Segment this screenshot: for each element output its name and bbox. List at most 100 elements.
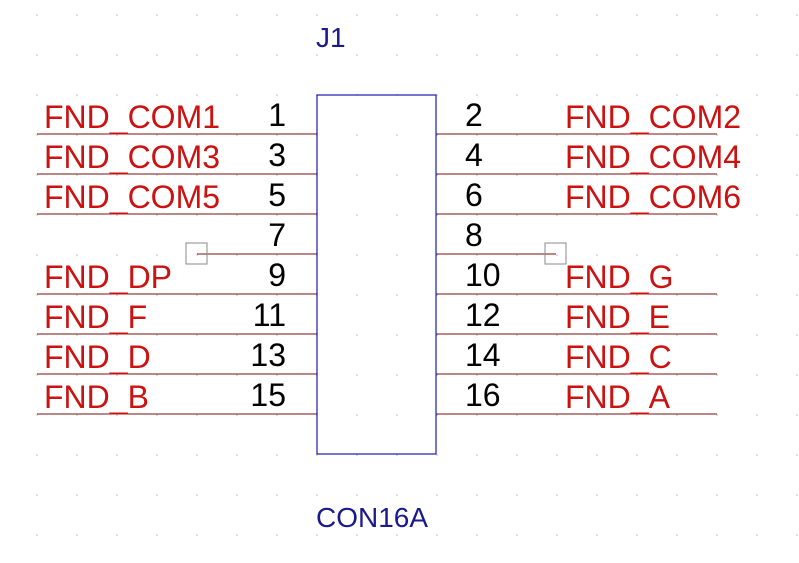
grid-dot	[396, 54, 398, 56]
grid-dot	[556, 294, 558, 296]
grid-dot	[236, 534, 238, 536]
pin-number: 7	[268, 217, 286, 253]
grid-dot	[556, 134, 558, 136]
grid-dot	[156, 494, 158, 496]
grid-dot	[556, 374, 558, 376]
grid-dot	[196, 54, 198, 56]
pin-number: 6	[465, 177, 483, 213]
net-label: FND_COM1	[44, 99, 220, 135]
grid-dot	[556, 534, 558, 536]
grid-dot	[196, 14, 198, 16]
grid-dot	[356, 534, 358, 536]
pin-number: 9	[268, 257, 286, 293]
grid-dot	[476, 54, 478, 56]
grid-dot	[676, 454, 678, 456]
grid-dot	[76, 454, 78, 456]
grid-dot	[716, 214, 718, 216]
grid-dot	[356, 414, 358, 416]
grid-dot	[556, 414, 558, 416]
grid-dot	[476, 174, 478, 176]
grid-dot	[676, 414, 678, 416]
pin-number: 15	[250, 377, 286, 413]
grid-dot	[756, 374, 758, 376]
grid-dot	[516, 454, 518, 456]
grid-dot	[116, 294, 118, 296]
grid-dot	[396, 414, 398, 416]
grid-dot	[476, 374, 478, 376]
grid-dot	[316, 534, 318, 536]
grid-dot	[196, 494, 198, 496]
connector-body[interactable]	[316, 94, 437, 455]
net-label: FND_COM3	[44, 139, 220, 175]
grid-dot	[716, 294, 718, 296]
grid-dot	[276, 94, 278, 96]
grid-dot	[676, 254, 678, 256]
grid-dot	[76, 374, 78, 376]
grid-dot	[116, 134, 118, 136]
net-label: FND_DP	[44, 259, 172, 295]
grid-dot	[236, 254, 238, 256]
grid-dot	[556, 494, 558, 496]
grid-dot	[556, 334, 558, 336]
pin-number: 11	[253, 297, 286, 333]
grid-dot	[76, 334, 78, 336]
grid-dot	[116, 534, 118, 536]
grid-dot	[76, 494, 78, 496]
grid-dot	[236, 134, 238, 136]
grid-dot	[76, 254, 78, 256]
grid-dot	[516, 174, 518, 176]
grid-dot	[156, 294, 158, 296]
grid-dot	[516, 54, 518, 56]
grid-dot	[796, 374, 798, 376]
no-connect-marker	[544, 242, 567, 265]
grid-dot	[196, 174, 198, 176]
grid-dot	[796, 14, 798, 16]
grid-dot	[116, 254, 118, 256]
grid-dot	[196, 534, 198, 536]
grid-dot	[76, 534, 78, 536]
grid-dot	[516, 494, 518, 496]
grid-dot	[636, 254, 638, 256]
grid-dot	[756, 254, 758, 256]
grid-dot	[596, 214, 598, 216]
grid-dot	[476, 294, 478, 296]
pin-number: 3	[268, 137, 286, 173]
grid-dot	[356, 134, 358, 136]
grid-dot	[796, 54, 798, 56]
grid-dot	[556, 174, 558, 176]
grid-dot	[636, 374, 638, 376]
grid-dot	[716, 174, 718, 176]
grid-dot	[276, 54, 278, 56]
grid-dot	[516, 214, 518, 216]
grid-dot	[276, 134, 278, 136]
grid-dot	[436, 14, 438, 16]
grid-dot	[196, 334, 198, 336]
grid-dot	[796, 534, 798, 536]
grid-dot	[796, 134, 798, 136]
grid-dot	[276, 374, 278, 376]
grid-dot	[236, 294, 238, 296]
grid-dot	[276, 334, 278, 336]
grid-dot	[676, 134, 678, 136]
grid-dot	[316, 494, 318, 496]
grid-dot	[516, 14, 518, 16]
grid-dot	[636, 454, 638, 456]
grid-dot	[356, 254, 358, 256]
grid-dot	[556, 214, 558, 216]
grid-dot	[596, 494, 598, 496]
grid-dot	[236, 374, 238, 376]
grid-dot	[596, 374, 598, 376]
grid-dot	[276, 494, 278, 496]
grid-dot	[156, 134, 158, 136]
grid-dot	[676, 334, 678, 336]
grid-dot	[236, 414, 238, 416]
pin-number: 14	[465, 337, 501, 373]
grid-dot	[756, 334, 758, 336]
grid-dot	[476, 214, 478, 216]
net-label: FND_D	[44, 339, 151, 375]
grid-dot	[36, 14, 38, 16]
grid-dot	[276, 294, 278, 296]
grid-dot	[756, 134, 758, 136]
